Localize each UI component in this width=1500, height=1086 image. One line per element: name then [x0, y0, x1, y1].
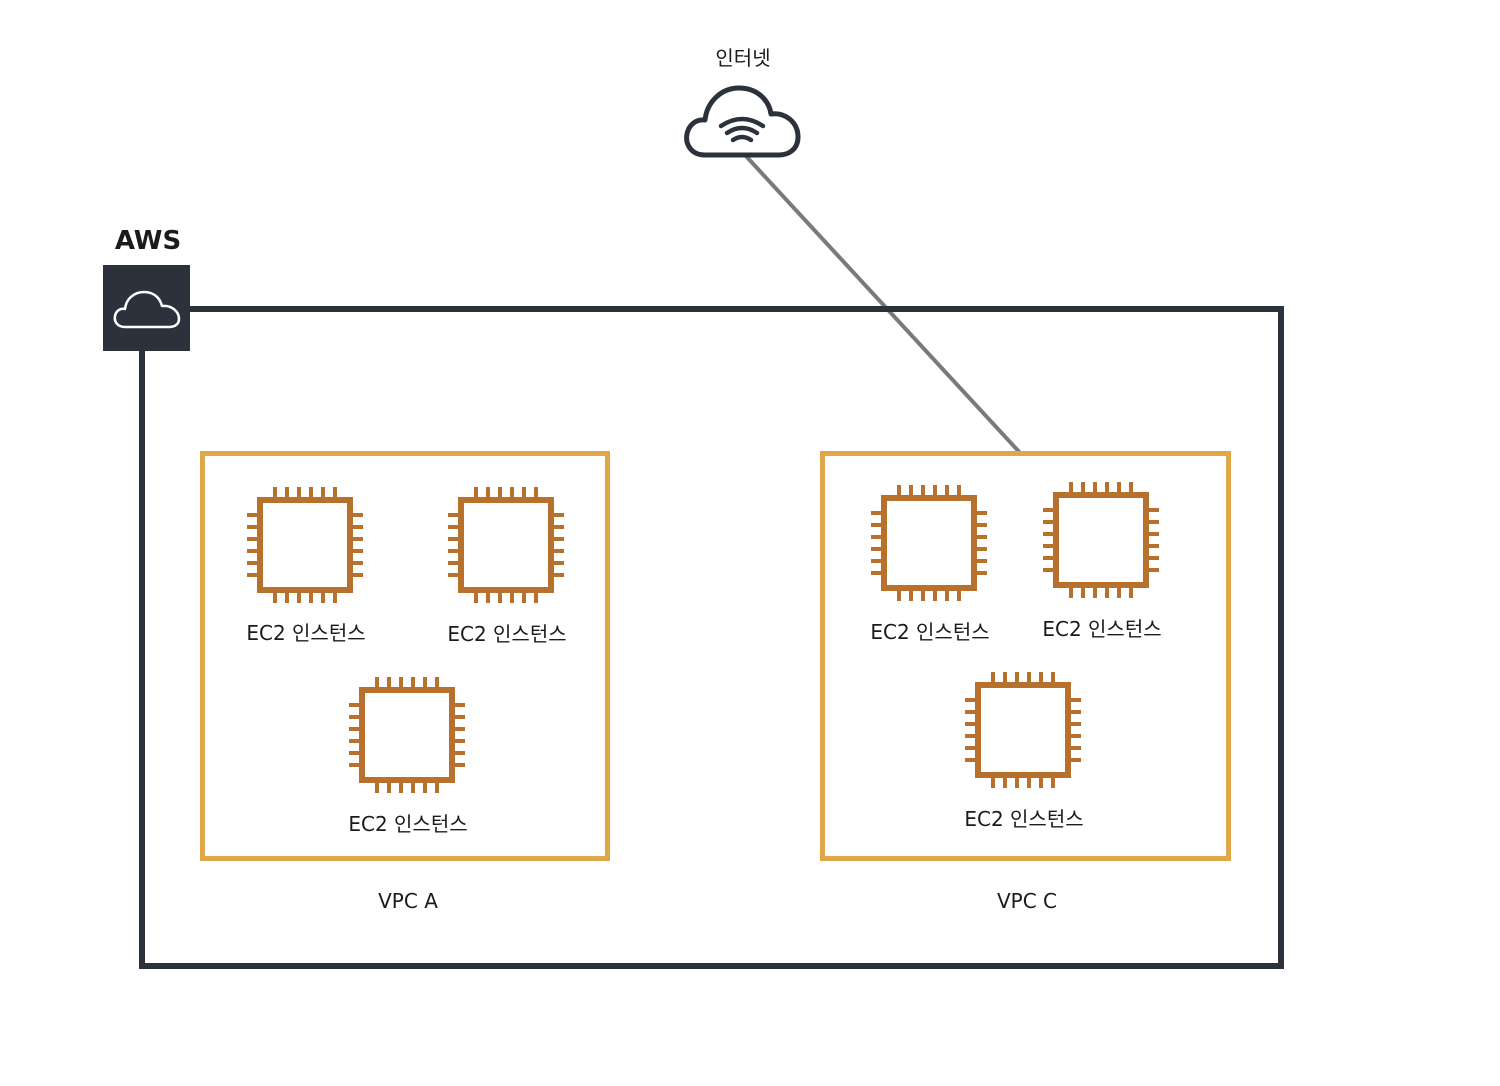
ec2-instance-label: EC2 인스턴스 [348, 812, 468, 836]
vpc-a-label: VPC A [378, 889, 438, 913]
ec2-instance-label: EC2 인스턴스 [246, 621, 366, 645]
ec2-instance-label: EC2 인스턴스 [1042, 617, 1162, 641]
ec2-chip-icon [1041, 480, 1161, 600]
ec2-instance-label: EC2 인스턴스 [870, 620, 990, 644]
internet-cloud-icon [684, 85, 801, 158]
vpc-c-box [820, 451, 1231, 861]
ec2-instance-label: EC2 인스턴스 [964, 807, 1084, 831]
ec2-chip-icon [347, 675, 467, 795]
vpc-c-label: VPC C [996, 889, 1058, 913]
ec2-chip-icon [245, 485, 365, 605]
ec2-chip-icon [963, 670, 1083, 790]
ec2-chip-icon [869, 483, 989, 603]
aws-label: AWS [114, 226, 182, 256]
ec2-instance-label: EC2 인스턴스 [447, 622, 567, 646]
aws-group-box [139, 306, 1284, 969]
internet-label: 인터넷 [715, 46, 771, 70]
aws-cloud-icon [103, 265, 190, 351]
ec2-chip-icon [446, 485, 566, 605]
vpc-a-box [200, 451, 610, 861]
